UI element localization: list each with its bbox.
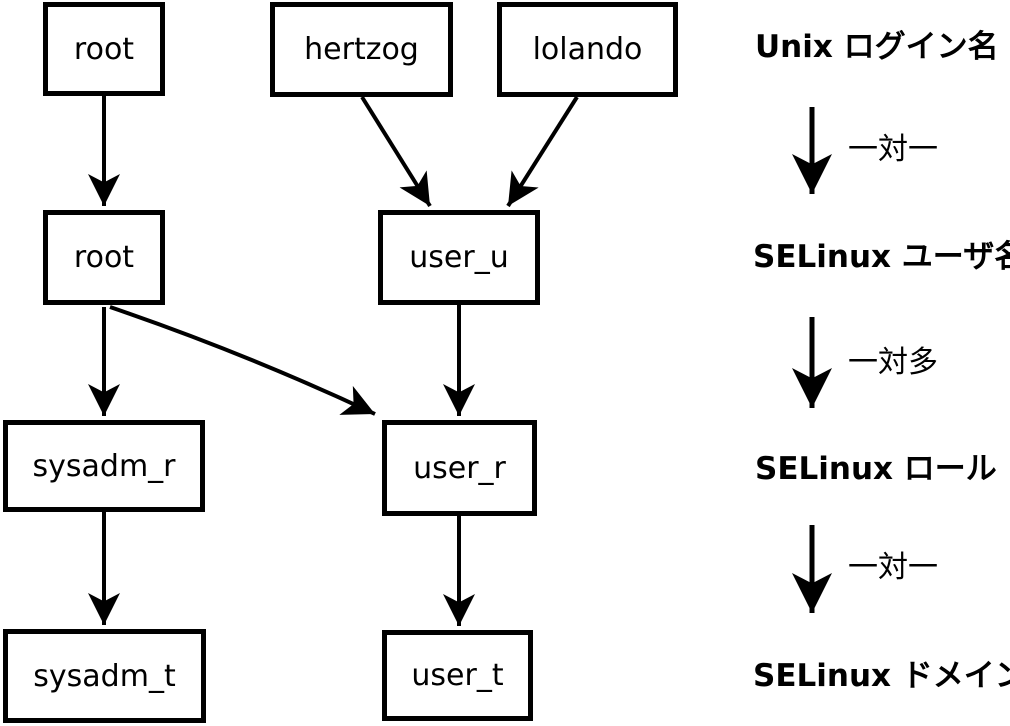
node-role-sysadm-r: sysadm_r — [3, 420, 205, 512]
node-label: hertzog — [304, 32, 419, 67]
node-label: lolando — [532, 32, 643, 67]
node-role-user-r: user_r — [382, 420, 537, 516]
node-unix-login-hertzog: hertzog — [270, 2, 453, 97]
node-domain-sysadm-t: sysadm_t — [3, 629, 206, 723]
node-label: user_t — [411, 658, 504, 693]
node-label: sysadm_t — [33, 658, 176, 694]
arrow-lolando-to-user-u — [506, 95, 579, 208]
node-label: sysadm_r — [32, 448, 176, 484]
node-domain-user-t: user_t — [382, 630, 533, 721]
node-selinux-user-user-u: user_u — [378, 210, 540, 305]
legend-selinux-domain: SELinux ドメイン — [753, 658, 1010, 694]
node-label: root — [73, 31, 135, 67]
node-label: user_r — [413, 450, 506, 486]
node-unix-login-root: root — [43, 2, 165, 96]
node-label: root — [73, 240, 135, 275]
legend-selinux-role: SELinux ロール — [755, 451, 997, 487]
legend-unix-login-name: Unix ログイン名 — [755, 29, 999, 65]
arrow-hertzog-to-user-u — [360, 95, 432, 208]
node-unix-login-lolando: lolando — [497, 2, 678, 97]
legend-one-to-one-label-1: 一対一 — [848, 132, 938, 167]
legend-selinux-user-name: SELinux ユーザ名 — [753, 239, 1010, 275]
legend-one-to-one-label-2: 一対一 — [848, 550, 938, 585]
node-label: user_u — [409, 240, 509, 275]
legend-one-to-many-label: 一対多 — [848, 345, 938, 380]
node-selinux-user-root: root — [43, 210, 165, 305]
arrow-selinux-root-to-user-r — [109, 305, 376, 416]
